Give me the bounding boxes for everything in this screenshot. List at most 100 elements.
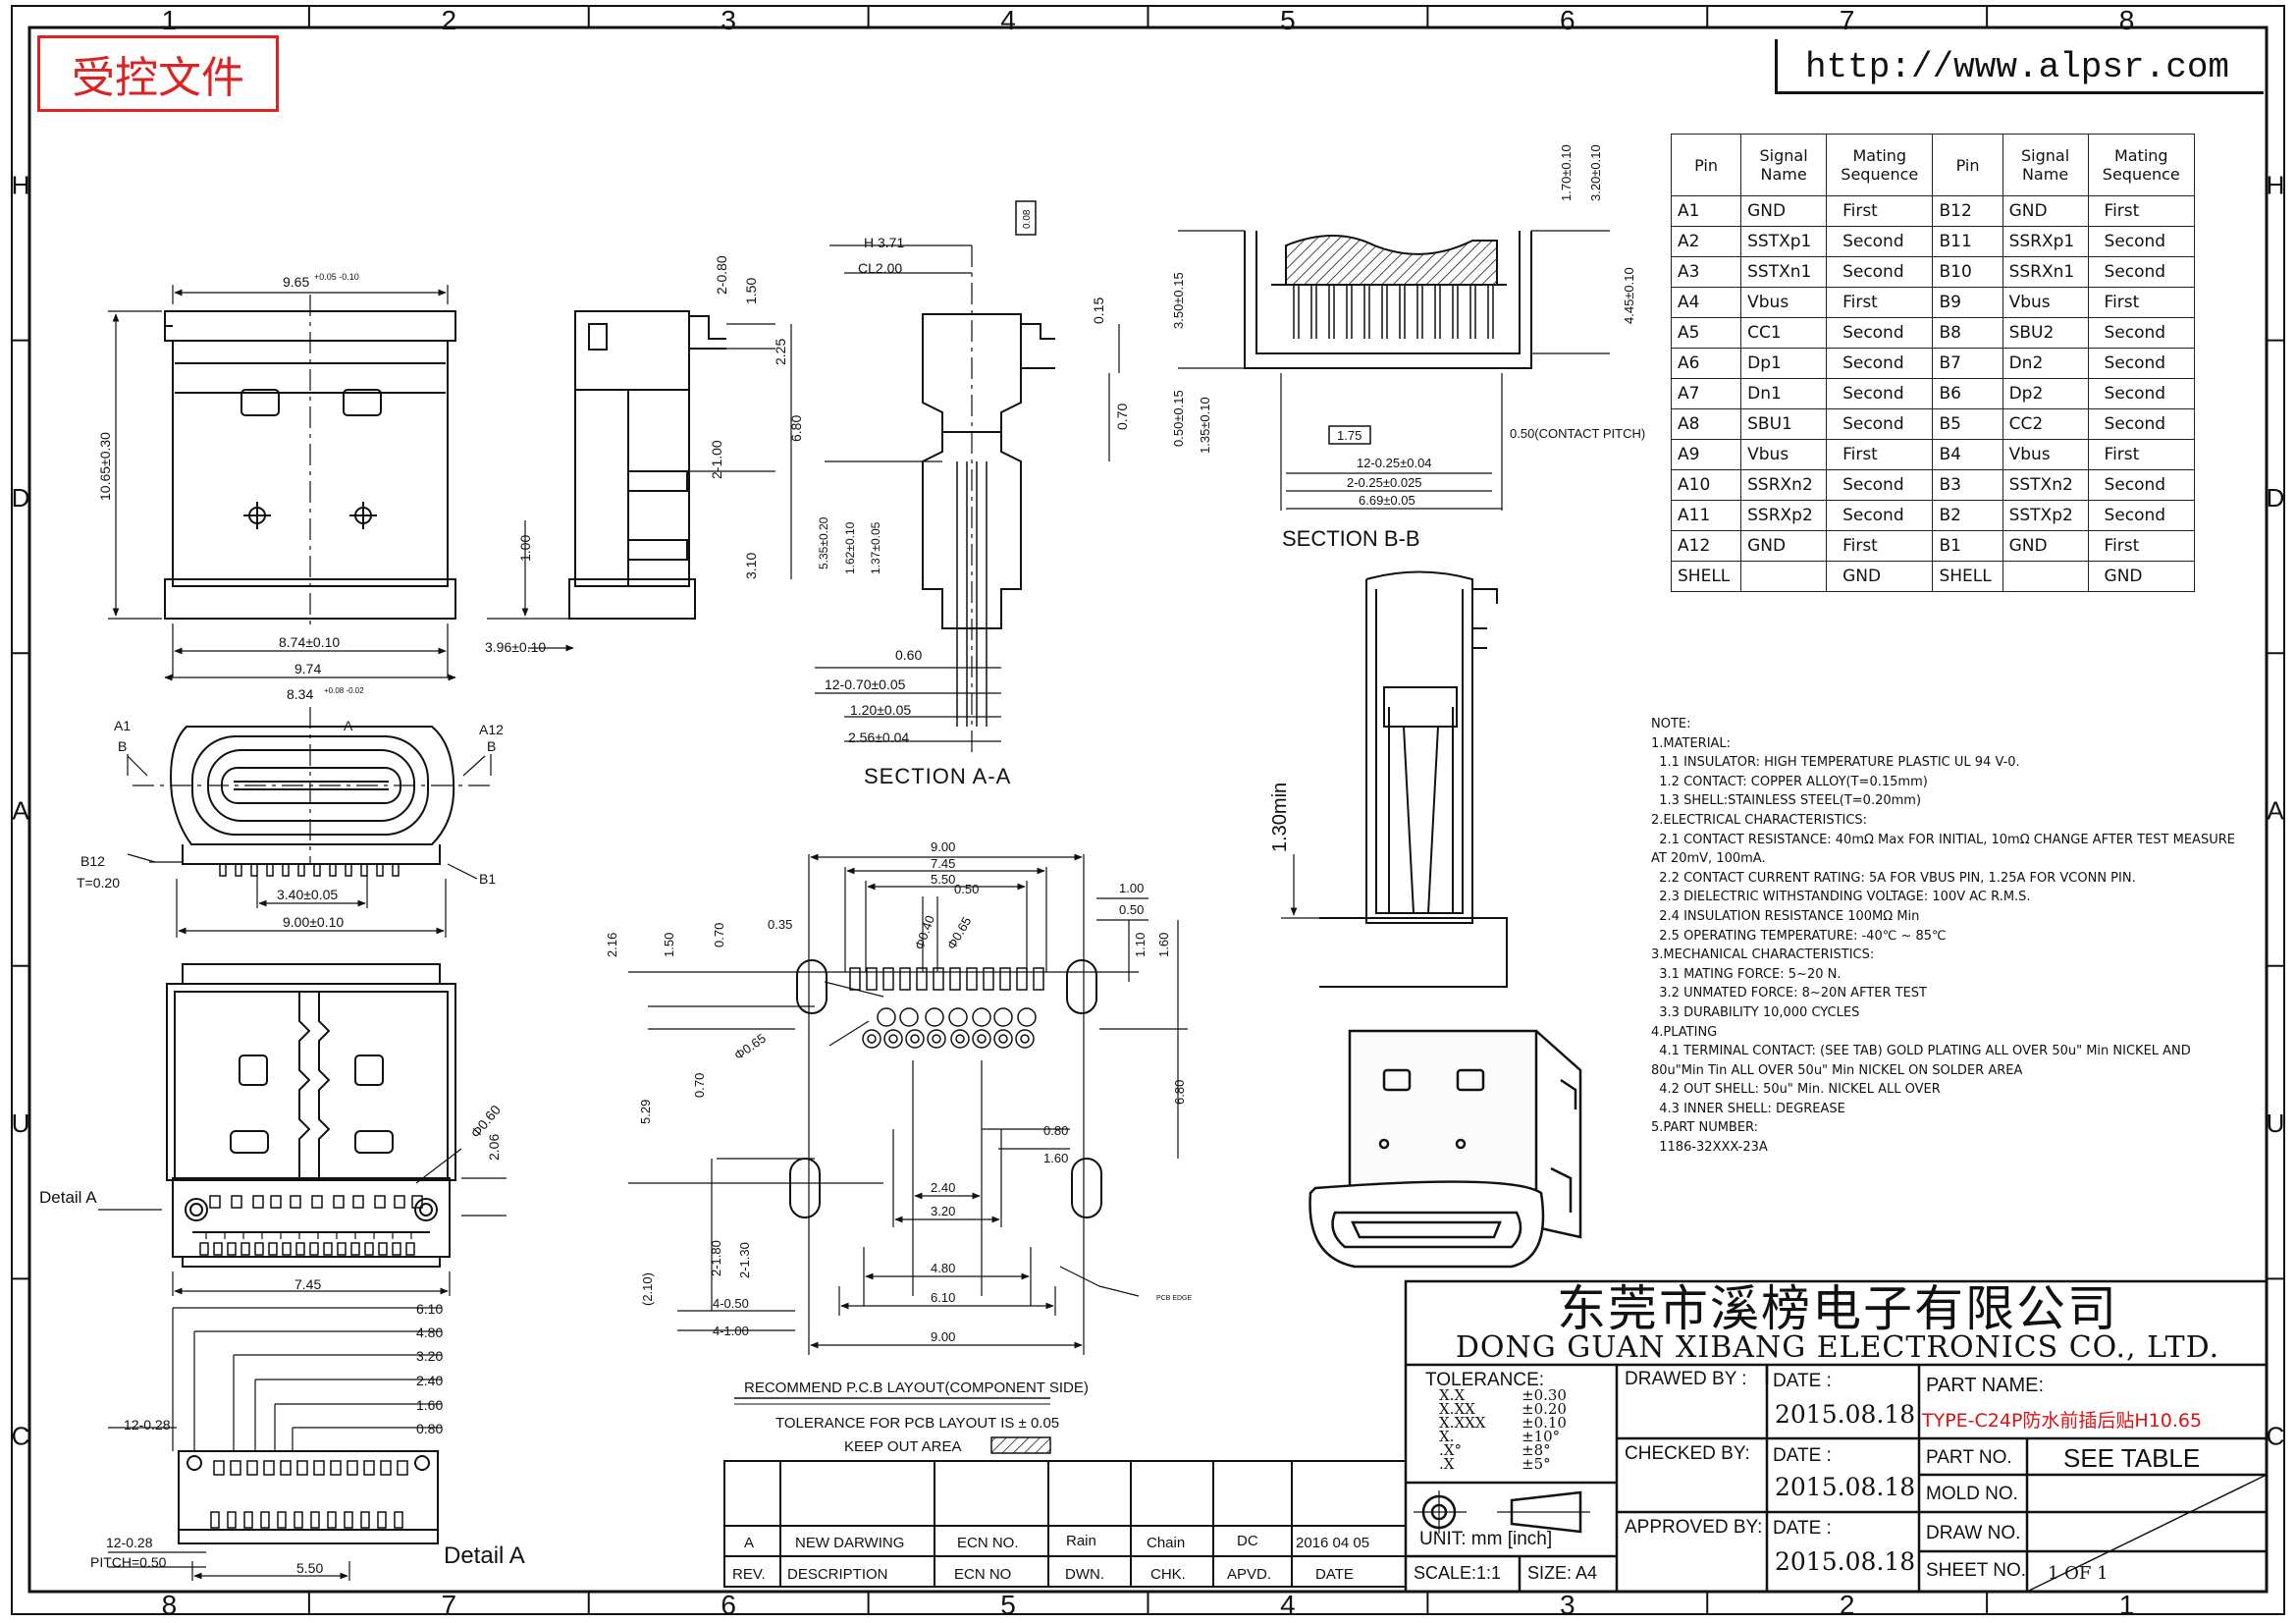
bottom-view-pad [392,1242,401,1256]
detail-a-pad [210,1511,220,1529]
dim-d550: 5.50 [296,1560,323,1576]
pin-table-cell: B7 [1932,348,2003,379]
note-line: NOTE: [1651,717,1691,731]
detail-a-pad [296,1460,308,1476]
dim-height-total: 10.65±0.30 [97,432,113,501]
detail-a-pad [230,1460,241,1476]
dim-h371: H 3.71 [864,235,904,250]
rev-hdr-chk: CHK. [1150,1566,1186,1583]
note-line: 1.3 SHELL:STAINLESS STEEL(T=0.20mm) [1651,793,1922,809]
dim-top-width: 9.65 [283,274,309,290]
zone-label-bottom: 1 [2119,1590,2135,1620]
tol-x2: X.XX [1439,1400,1475,1418]
dim-130min: 1.30min [1269,783,1291,852]
pin-table-cell: SSRXn2 [1740,469,1828,501]
dim-d080: 0.80 [416,1421,443,1436]
date-approved: 2015.08.18 [1775,1547,1916,1576]
pin-table-cell: Second [1826,469,1934,501]
detail-a-pad [330,1460,342,1476]
tol-x1: X.X [1439,1386,1466,1404]
front-view-leg [360,863,368,877]
dim-320: 3.20±0.10 [1588,144,1603,201]
date-label-2: DATE : [1773,1445,1832,1466]
zone-label-right: C [2267,1422,2285,1451]
note-line: 1.MATERIAL: [1651,735,1732,751]
detail-a-pad [310,1511,320,1529]
dim-745: 7.45 [294,1276,321,1292]
section-aa-label: SECTION A-A [864,764,1011,788]
note-line: 2.5 OPERATING TEMPERATURE: -40℃ ~ 85℃ [1651,928,1947,944]
pin-table-cell: Vbus [1740,439,1828,470]
dim-p160: 1.60 [1043,1151,1068,1165]
pin-table-cell: Dp2 [2002,378,2089,409]
pcb-through-hole [925,1007,944,1027]
dim-12-070: 12-0.70±0.05 [825,676,906,692]
dim-175: 1.75 [1337,428,1362,443]
dim-p610: 6.10 [931,1290,955,1305]
tol-v6: ±5° [1522,1455,1551,1473]
pin-table-cell: First [1826,195,1934,227]
section-aa-view [815,200,1120,756]
dim-120: 1.20±0.05 [850,702,911,718]
dim-2-080: 2-0.80 [714,255,729,295]
dim-350: 3.50±0.15 [1171,272,1186,329]
dim-340: 3.40±0.05 [277,887,338,902]
pcb-smt-pad [866,967,878,991]
top-view-dims: 9.65 +0.05 -0.10 10.65±0.30 8.74±0.10 9.… [97,272,364,702]
detail-a-pad [394,1511,403,1529]
detail-a-pad [294,1511,303,1529]
th-signal: Signal Name [1740,134,1828,196]
pcb-through-hole [883,1029,903,1049]
pin-table-cell: B4 [1932,439,2003,470]
bottom-view-pad [252,1195,264,1209]
zone-label-top: 1 [162,5,178,35]
dim-2-100: 2-1.00 [709,440,724,479]
bottom-view-pad [394,1195,405,1209]
pin-table-cell: GND [2002,530,2089,562]
dim-top-width-tol: +0.05 -0.10 [314,272,359,282]
pcb-through-hole [862,1029,881,1049]
side-view-dims: 2-0.80 1.50 2.25 6.80 2-1.00 3.10 1.00 3… [485,255,804,655]
dim-2-025: 2-0.25±0.025 [1347,475,1422,490]
bottom-view-pad [240,1242,250,1256]
dim-445: 4.45±0.10 [1622,267,1636,324]
part-no-label: PART NO. [1926,1447,2012,1468]
pin-table-cell: B2 [1932,500,2003,531]
pin-table-cell: A9 [1670,439,1742,470]
rev-apvd: DC [1237,1533,1258,1549]
dim-p160r: 1.60 [1156,933,1171,957]
pcb-smt-pad [1033,967,1044,991]
pin-table-cell: Second [2087,500,2196,531]
bottom-view-pad [268,1242,278,1256]
dim-p080: 0.80 [1043,1123,1068,1138]
website-url: http://www.alpsr.com [1804,46,2230,87]
dim-p2130: 2-1.30 [737,1242,752,1278]
front-view [127,707,496,938]
dim-162: 1.62±0.10 [843,521,857,574]
approved-by-label: APPROVED BY: [1625,1517,1763,1538]
pin-table-cell: GND [1826,561,1934,592]
bottom-view-pad [282,1242,292,1256]
bottom-view-pad [374,1195,386,1209]
part-no-value: SEE TABLE [2063,1443,2201,1473]
dim-p100: 1.00 [1119,881,1144,895]
zone-label-left: U [12,1109,30,1138]
pcb-through-hole [932,1034,941,1044]
checked-by-label: CHECKED BY: [1625,1443,1750,1464]
pin-table-cell: A11 [1670,500,1742,531]
pin-table-cell: Dp1 [1740,348,1828,379]
dim-p480: 4.80 [931,1261,955,1275]
bottom-view-pad [270,1195,282,1209]
bottom-view-pad [333,1195,345,1209]
detail-a-dims: 6.10 4.80 3.20 2.40 1.60 0.80 12-0.28 12… [90,1301,443,1576]
front-view-dims: A1 A12 A B B B12 T=0.20 B1 3.40±0.05 9.0… [77,718,504,930]
dim-pitch: PITCH=0.50 [90,1554,167,1570]
note-line: 2.3 DIELECTRIC WITHSTANDING VOLTAGE: 100… [1651,890,2031,905]
dim-p216: 2.16 [605,933,619,957]
dim-974: 9.74 [294,661,321,676]
dim-d610: 6.10 [416,1301,443,1317]
tol-x3: X.XXX [1439,1414,1486,1432]
dim-p900: 9.00 [931,839,955,854]
pcb-layout-dims: 9.00 7.45 5.50 0.50 0.35 Φ0.40 Φ0.65 Φ0.… [605,839,1193,1344]
